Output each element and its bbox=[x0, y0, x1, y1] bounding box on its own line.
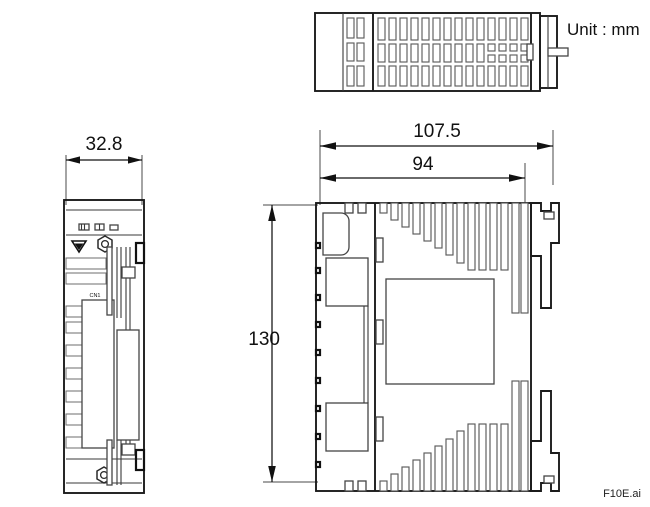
dimension-width-107-5: 107.5 bbox=[319, 121, 554, 205]
side-view-front-face bbox=[314, 202, 369, 492]
side-view bbox=[314, 202, 560, 492]
front-panel-connector-symbols bbox=[78, 223, 119, 231]
top-view-end-bracket bbox=[526, 13, 569, 91]
front-view-connector-block: CN1 bbox=[81, 293, 115, 449]
dimension-depth-32-8: 32.8 bbox=[65, 134, 143, 205]
dimension-width-94: 94 bbox=[320, 154, 526, 205]
top-view-left-vents bbox=[346, 17, 365, 87]
dimension-height-130: 130 bbox=[248, 204, 318, 483]
side-view-slot-marks bbox=[375, 237, 384, 442]
top-view-vent-field bbox=[377, 17, 529, 87]
warning-triangle-icon bbox=[70, 240, 88, 254]
side-view-mounting-bracket bbox=[530, 202, 560, 492]
front-view: CN1 bbox=[63, 199, 146, 494]
top-view bbox=[314, 12, 569, 92]
side-view-label-plate bbox=[385, 278, 495, 385]
side-view-heatsink-fins bbox=[379, 202, 529, 492]
dimension-value-depth: 32.8 bbox=[86, 134, 123, 155]
dimension-value-height: 130 bbox=[248, 329, 280, 350]
file-label: F10E.ai bbox=[603, 488, 641, 500]
front-view-side-rail bbox=[106, 241, 146, 486]
dimension-value-width-body: 94 bbox=[412, 154, 434, 175]
unit-note: Unit : mm bbox=[567, 20, 640, 39]
dimension-value-width-overall: 107.5 bbox=[413, 121, 461, 142]
connector-label: CN1 bbox=[89, 293, 100, 299]
